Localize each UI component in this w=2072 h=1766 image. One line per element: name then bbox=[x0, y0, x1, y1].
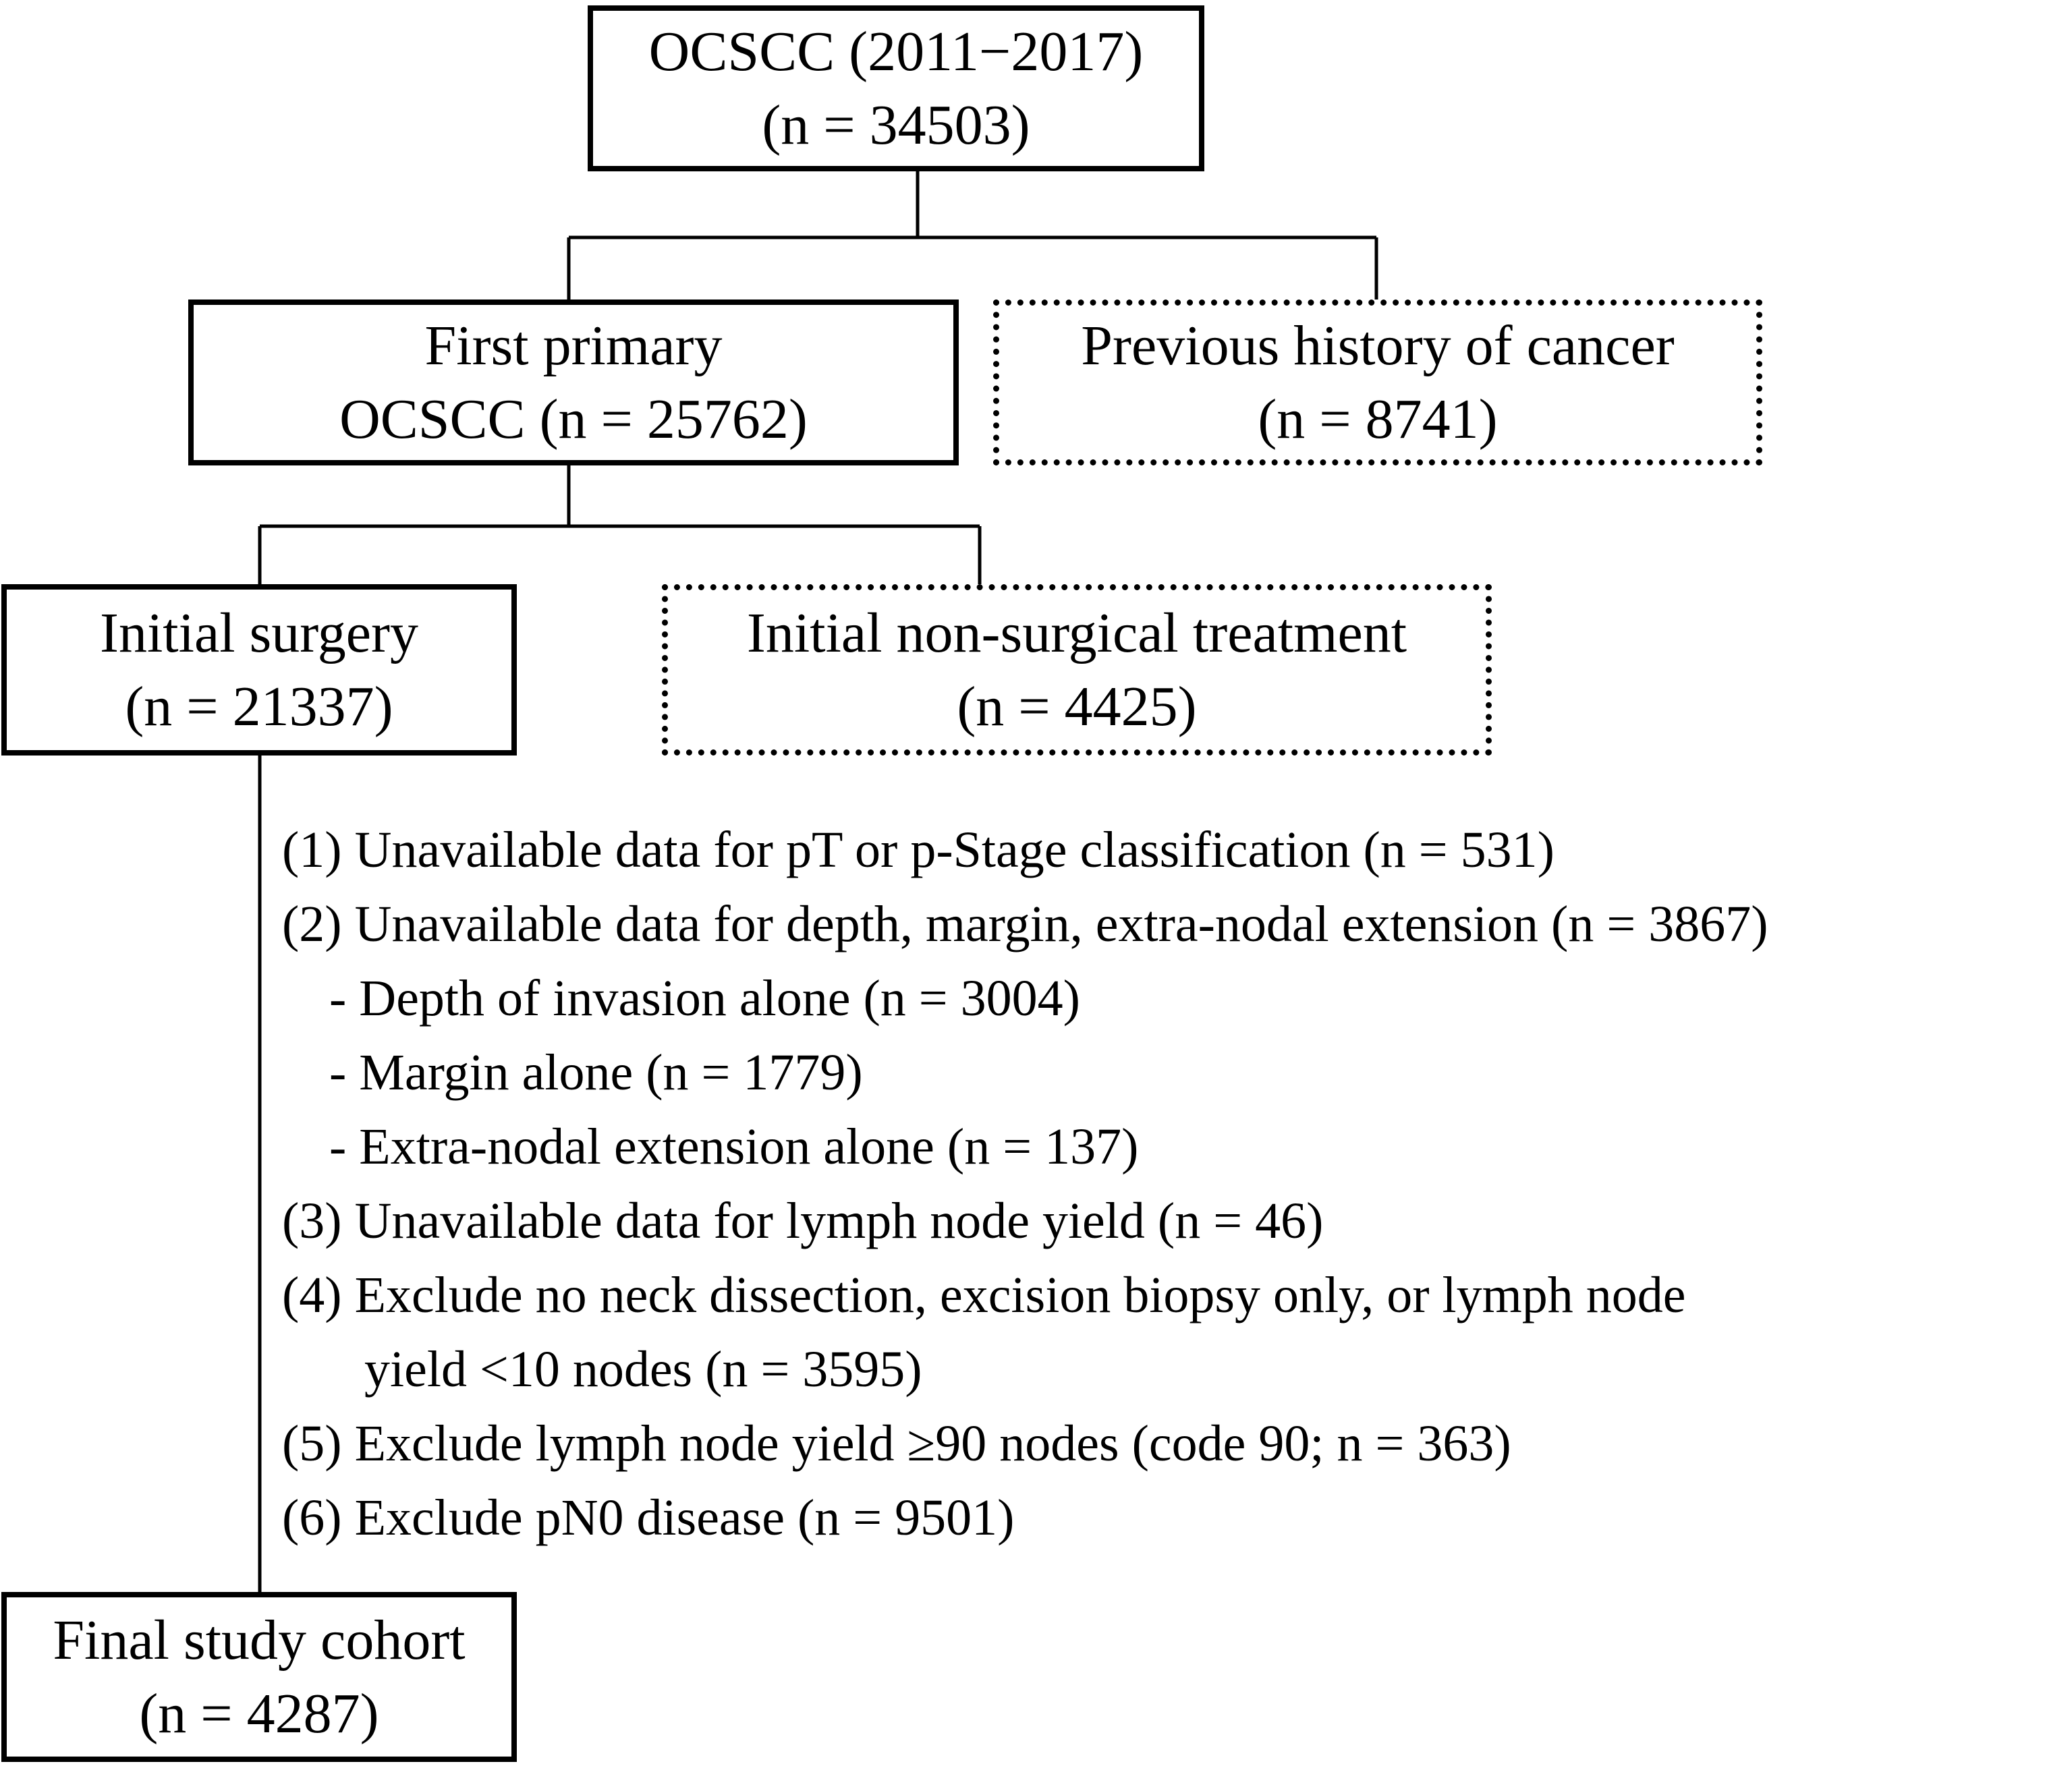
first-primary-count: OCSCC (n = 25762) bbox=[339, 388, 808, 451]
exclusion-item-3: (3) Unavailable data for lymph node yiel… bbox=[282, 1193, 1324, 1249]
initial-surgery-box: Initial surgery (n = 21337) bbox=[1, 584, 517, 756]
previous-history-title: Previous history of cancer bbox=[1081, 314, 1675, 377]
initial-surgery-count: (n = 21337) bbox=[125, 675, 393, 738]
final-cohort-count: (n = 4287) bbox=[139, 1682, 379, 1745]
exclusion-item-5: (5) Exclude lymph node yield ≥90 nodes (… bbox=[282, 1415, 1511, 1472]
exclusion-subitem-margin: - Margin alone (n = 1779) bbox=[329, 1044, 863, 1101]
initial-nonsurgical-box: Initial non-surgical treatment (n = 4425… bbox=[662, 584, 1492, 756]
initial-nonsurgical-count: (n = 4425) bbox=[957, 675, 1197, 738]
first-primary-title: First primary bbox=[424, 314, 723, 377]
previous-history-box: Previous history of cancer (n = 8741) bbox=[993, 300, 1762, 465]
initial-surgery-title: Initial surgery bbox=[99, 601, 418, 664]
previous-history-count: (n = 8741) bbox=[1258, 388, 1498, 451]
root-title: OCSCC (2011−2017) bbox=[648, 20, 1144, 83]
exclusion-criteria-list: (1) Unavailable data for pT or p-Stage c… bbox=[282, 813, 1768, 1555]
exclusion-item-4: (4) Exclude no neck dissection, excision… bbox=[282, 1267, 1686, 1323]
root-box: OCSCC (2011−2017) (n = 34503) bbox=[588, 5, 1204, 171]
exclusion-item-1: (1) Unavailable data for pT or p-Stage c… bbox=[282, 822, 1555, 878]
exclusion-item-2: (2) Unavailable data for depth, margin, … bbox=[282, 896, 1768, 952]
exclusion-subitem-extranodal: - Extra-nodal extension alone (n = 137) bbox=[329, 1118, 1139, 1175]
final-cohort-title: Final study cohort bbox=[53, 1608, 466, 1672]
exclusion-item-4-continued: yield <10 nodes (n = 3595) bbox=[364, 1341, 922, 1398]
final-cohort-box: Final study cohort (n = 4287) bbox=[1, 1592, 517, 1762]
root-count: (n = 34503) bbox=[762, 94, 1030, 156]
exclusion-item-6: (6) Exclude pN0 disease (n = 9501) bbox=[282, 1489, 1015, 1546]
exclusion-subitem-depth: - Depth of invasion alone (n = 3004) bbox=[329, 970, 1080, 1027]
initial-nonsurgical-title: Initial non-surgical treatment bbox=[746, 601, 1407, 664]
first-primary-box: First primary OCSCC (n = 25762) bbox=[188, 300, 959, 465]
